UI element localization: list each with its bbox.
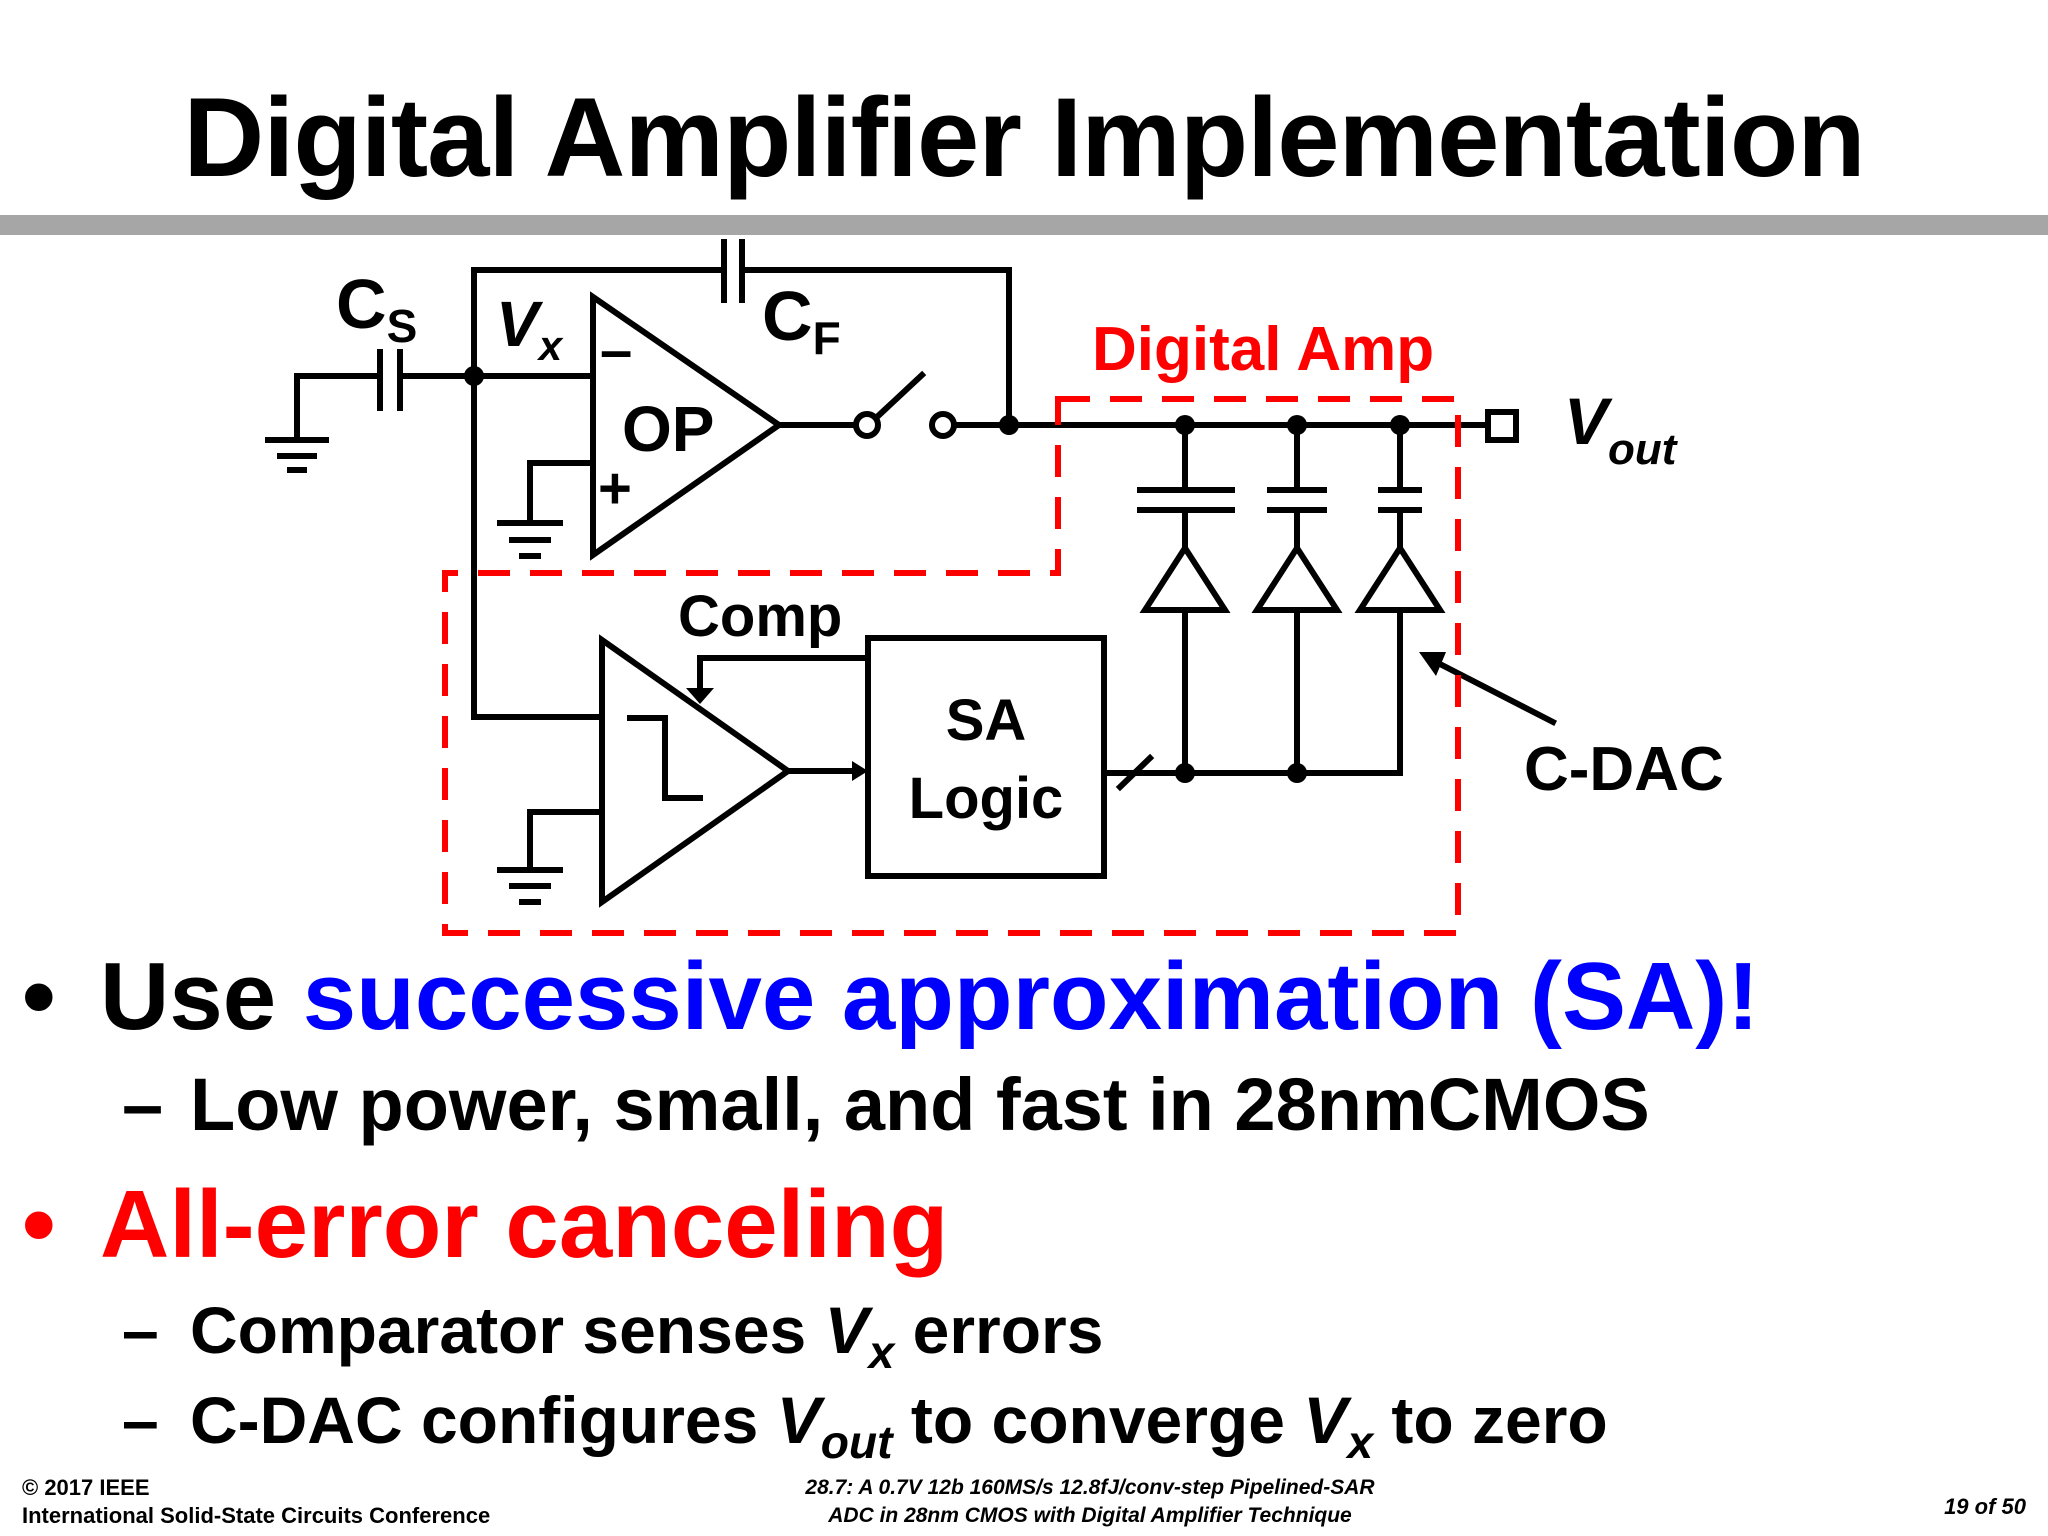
bullet-2-text: All-error canceling: [100, 1171, 949, 1278]
vx-vertical-wire: [471, 267, 605, 720]
cdac-pointer-arrow: [1419, 652, 1446, 676]
cs-label: CS: [336, 265, 417, 352]
comp-label: Comp: [678, 584, 842, 649]
vx-var: Vx: [824, 1293, 895, 1378]
circuit-diagram: CS Vx CF OP – + Digital Amp Vout Comp SA…: [265, 239, 1724, 936]
vout-label: Vout: [1564, 384, 1679, 474]
cf-capacitor: [721, 239, 745, 303]
op-plus-label: +: [598, 456, 632, 521]
subbullet-comparator: –Comparator senses Vx errors: [122, 1288, 1103, 1394]
dash-icon: –: [122, 1383, 159, 1457]
bullet-all-error-canceling: • All-error canceling: [22, 1170, 948, 1280]
title-divider: [0, 215, 2048, 235]
vx-label: Vx: [496, 288, 564, 369]
conference-text: International Solid-State Circuits Confe…: [22, 1503, 491, 1528]
bullet-successive-approximation: • Use successive approximation (SA)!: [22, 942, 1759, 1052]
slide-title: Digital Amplifier Implementation: [183, 75, 1865, 200]
footer-paper-title: 28.7: A 0.7V 12b 160MS/s 12.8fJ/conv-ste…: [805, 1476, 1375, 1527]
cs-node-dot: [464, 366, 484, 386]
hysteresis-symbol: [627, 715, 703, 801]
cdac-capacitors: [1137, 487, 1422, 513]
bullet-icon: •: [22, 1171, 56, 1278]
comparator-triangle: [599, 634, 794, 908]
opamp-triangle: [590, 291, 785, 561]
sa-logic-box: [865, 635, 1107, 879]
cdac-buffers: [1139, 542, 1446, 613]
vout-var: Vout: [776, 1383, 893, 1468]
bus-slash: [1115, 753, 1155, 792]
sa-logic-label-2: Logic: [909, 766, 1064, 831]
dash-icon: –: [122, 1293, 159, 1367]
switch-left-contact: [853, 411, 881, 439]
copyright-text: © 2017 IEEE: [22, 1475, 150, 1500]
vx-var: Vx: [1303, 1383, 1374, 1468]
digital-amp-boundary: [442, 396, 1461, 936]
footer-copyright: © 2017 IEEE International Solid-State Ci…: [22, 1474, 490, 1530]
bullet-1-highlight: successive approximation (SA)!: [302, 943, 1760, 1050]
digital-amp-label: Digital Amp: [1092, 315, 1434, 384]
comp-feedback-wire: [697, 655, 871, 695]
dash-icon: –: [122, 1063, 164, 1146]
sa-logic-label-1: SA: [946, 688, 1027, 753]
subbullet-low-power: –Low power, small, and fast in 28nmCMOS: [122, 1060, 1650, 1150]
subbullet-1-text: Low power, small, and fast in 28nmCMOS: [190, 1063, 1650, 1146]
op-plus-ground-wire: [527, 460, 596, 526]
bullet-1-prefix: Use: [100, 943, 303, 1050]
cs-capacitor: [377, 349, 403, 411]
cdac-label: C-DAC: [1524, 735, 1724, 804]
cf-right-wire: [742, 267, 1012, 428]
switch-right-contact: [929, 411, 957, 439]
op-minus-label: –: [600, 318, 632, 383]
cdac-pointer-line: [1431, 657, 1558, 727]
ground-symbol-input: [265, 437, 329, 473]
output-node-dot: [999, 415, 1019, 435]
subbullet-cdac: –C-DAC configures Vout to converge Vx to…: [122, 1378, 1608, 1484]
page-number: 19 of 50: [1944, 1494, 2026, 1519]
switch-blade: [872, 370, 927, 422]
comp-feedback-arrow: [686, 688, 714, 704]
op-label: OP: [622, 393, 714, 465]
ground-symbol-op: [497, 520, 563, 559]
comp-plus-ground-wire: [527, 809, 605, 873]
bullet-icon: •: [22, 943, 56, 1050]
ground-symbol-comp: [497, 867, 563, 905]
comp-out-arrow: [852, 761, 868, 781]
vout-terminal: [1485, 409, 1519, 443]
cf-label: CF: [762, 277, 841, 364]
